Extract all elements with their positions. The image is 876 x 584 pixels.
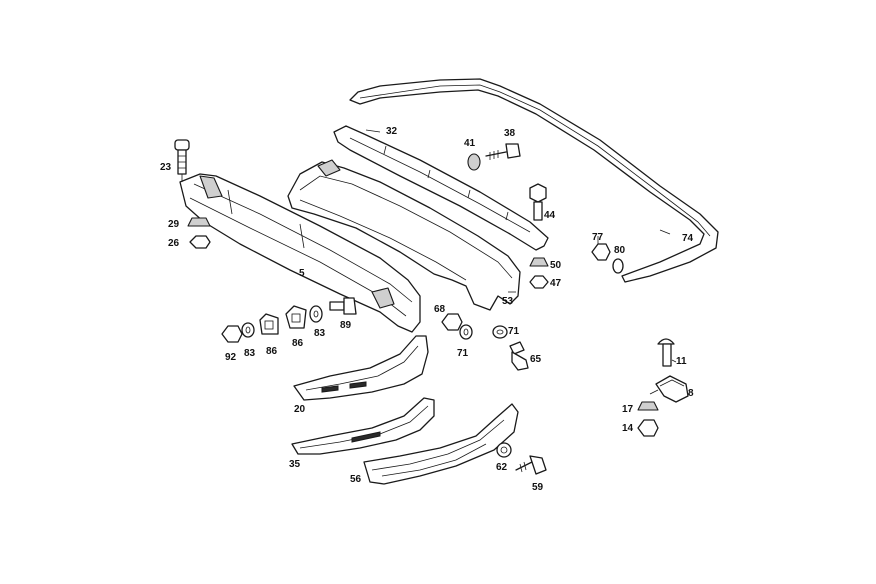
callout-17: 17: [622, 404, 634, 415]
bolt-icon: [509, 341, 529, 371]
clip-icon: [637, 401, 659, 411]
washer-icon: [612, 258, 624, 274]
washer-icon: [496, 442, 512, 458]
callout-68: 68: [434, 304, 446, 315]
pad-86a: [259, 313, 279, 335]
screw-icon: [515, 455, 547, 475]
bolt-icon: [174, 139, 190, 175]
lower-section-20: [293, 335, 429, 401]
callout-53: 53: [502, 296, 514, 307]
washer-icon: [467, 153, 481, 171]
callout-26: 26: [168, 238, 180, 249]
bolt-icon: [329, 297, 357, 315]
bolt-icon: [657, 338, 675, 367]
callout-32: 32: [386, 126, 398, 137]
screw-icon: [485, 143, 521, 160]
hex-nut-icon: [637, 419, 659, 437]
center-shell-53: [287, 159, 521, 311]
bracket-8: [655, 375, 689, 403]
callout-92: 92: [225, 352, 237, 363]
callout-77: 77: [592, 232, 604, 243]
lower-strip-35: [291, 397, 435, 455]
hex-nut-icon: [221, 325, 243, 343]
callout-41: 41: [464, 138, 476, 149]
washer-icon: [459, 324, 473, 340]
callout-86: 86: [292, 338, 304, 349]
hex-nut-icon: [441, 313, 463, 331]
end-cap-56: [363, 403, 519, 485]
callout-83: 83: [314, 328, 326, 339]
callout-29: 29: [168, 219, 180, 230]
callout-56: 56: [350, 474, 362, 485]
bolt-icon: [529, 183, 547, 221]
hex-nut-icon: [189, 235, 211, 249]
callout-83: 83: [244, 348, 256, 359]
callout-35: 35: [289, 459, 301, 470]
hex-nut-icon: [529, 275, 549, 289]
clip-icon: [187, 217, 211, 227]
cross-member-32: [333, 125, 549, 251]
callout-38: 38: [504, 128, 516, 139]
callout-62: 62: [496, 462, 508, 473]
callout-86: 86: [266, 346, 278, 357]
callout-11: 11: [676, 356, 687, 367]
callout-65: 65: [530, 354, 542, 365]
callout-14: 14: [622, 423, 634, 434]
callout-44: 44: [544, 210, 556, 221]
callout-labels: 23 29 26 5 32 41 38 44 50 47 53 77 80 74…: [160, 126, 694, 493]
trim-strip-74: [349, 78, 719, 283]
callout-71: 71: [508, 326, 520, 337]
pad-86b: [285, 305, 307, 329]
hex-nut-icon: [591, 243, 611, 261]
callout-80: 80: [614, 245, 626, 256]
callout-47: 47: [550, 278, 562, 289]
washer-icon: [492, 325, 508, 339]
callout-23: 23: [160, 162, 172, 173]
callout-59: 59: [532, 482, 544, 493]
callout-74: 74: [682, 233, 694, 244]
callout-5: 5: [299, 268, 305, 279]
washer-icon: [241, 322, 255, 338]
bumper-bar-5: [179, 173, 421, 333]
callout-50: 50: [550, 260, 562, 271]
callout-8: 8: [688, 388, 694, 399]
callout-20: 20: [294, 404, 306, 415]
leader-lines: [177, 129, 677, 395]
clip-icon: [529, 257, 549, 267]
callout-71: 71: [457, 348, 469, 359]
callout-89: 89: [340, 320, 352, 331]
washer-icon: [309, 305, 323, 323]
